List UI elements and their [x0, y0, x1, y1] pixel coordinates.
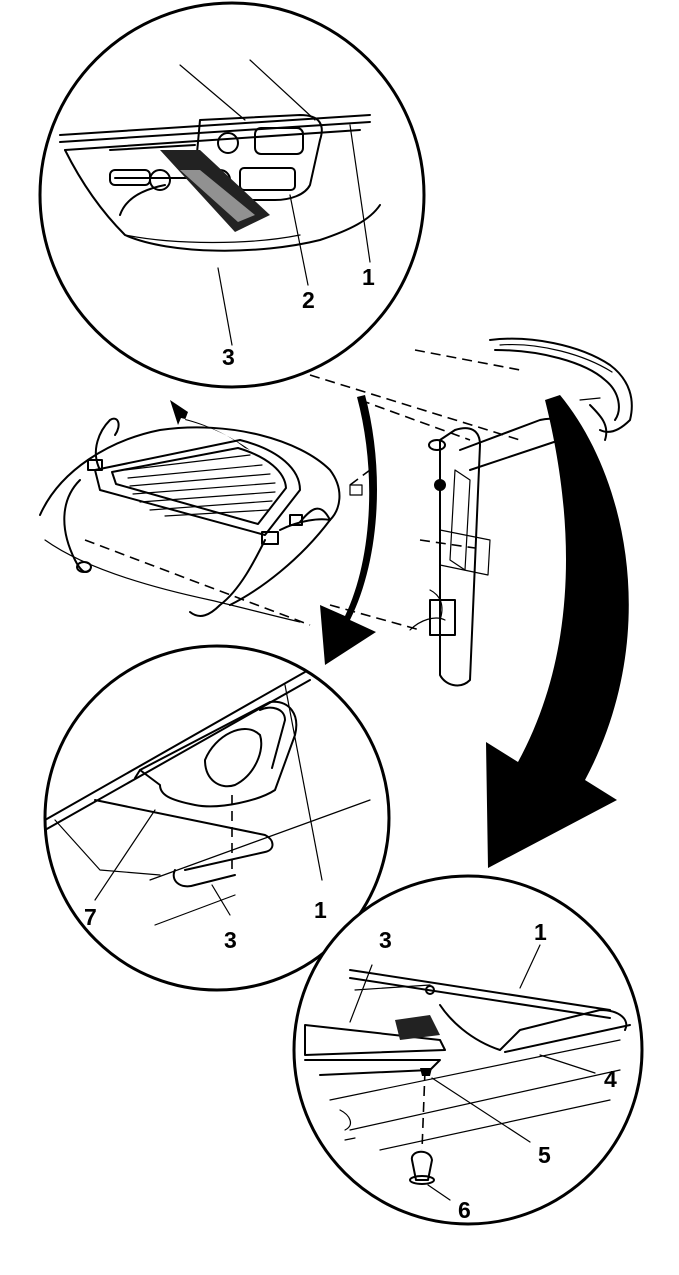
callout-2-top: 2 [302, 287, 315, 313]
arrow-to-top-detail [170, 400, 250, 450]
callout-3-bottom: 3 [379, 927, 392, 953]
rear-roof-rail [489, 337, 633, 441]
callout-3-top: 3 [222, 344, 235, 370]
direction-arrows [170, 395, 629, 868]
callout-1-bottom: 1 [534, 919, 547, 945]
callout-6-bottom: 6 [458, 1197, 471, 1223]
callout-5-bottom: 5 [538, 1142, 551, 1168]
bottom-detail-view: 3 1 4 5 6 [292, 874, 644, 1226]
callout-1-top: 1 [362, 264, 375, 290]
sunroof-glass-panel [94, 439, 301, 536]
middle-detail-view: 7 3 1 [43, 644, 391, 992]
main-roof-view [39, 349, 521, 631]
arrow-to-bottom-detail [486, 395, 629, 868]
callout-3-mid: 3 [224, 927, 237, 953]
callout-4-bottom: 4 [604, 1066, 617, 1092]
callout-7-mid: 7 [84, 904, 97, 930]
callout-1-mid: 1 [314, 897, 327, 923]
a-pillar-structure [349, 417, 565, 687]
top-detail-view: 3 2 1 [38, 1, 426, 389]
arrow-to-middle-detail [320, 395, 377, 665]
